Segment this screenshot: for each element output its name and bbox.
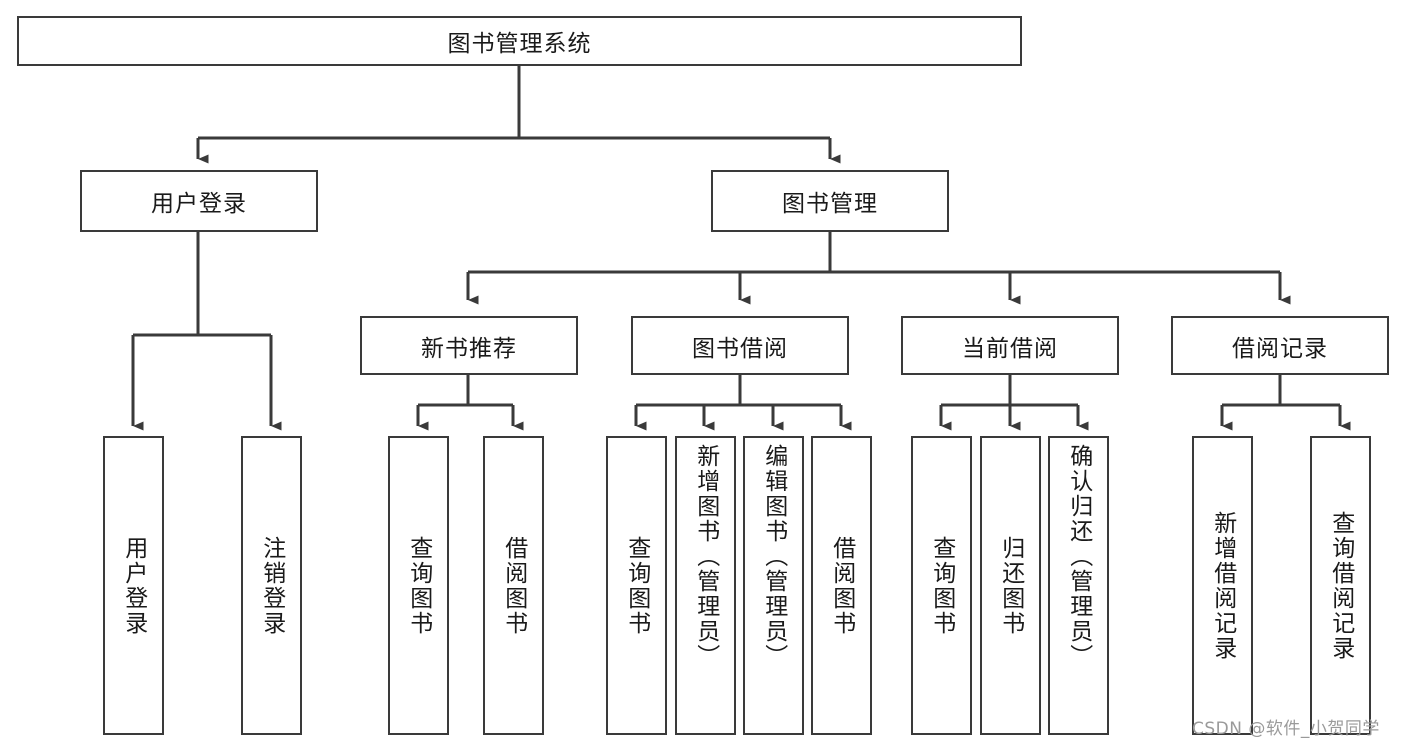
leaf-query-book-3-label: 查询图书 [928, 535, 955, 636]
node-borrow-records[interactable]: 借阅记录 [1171, 316, 1389, 375]
leaf-return-book-label: 归还图书 [997, 535, 1024, 636]
csdn-watermark: CSDN @软件_小贺同学 [1192, 719, 1380, 739]
node-new-book-recommend-label: 新书推荐 [421, 335, 517, 362]
leaf-query-book-2-label: 查询图书 [623, 535, 650, 636]
node-new-book-recommend[interactable]: 新书推荐 [360, 316, 578, 375]
leaf-query-book-2[interactable]: 查询图书 [606, 436, 667, 735]
node-user-login-label: 用户登录 [151, 191, 247, 217]
node-user-login[interactable]: 用户登录 [80, 170, 318, 232]
node-book-management-label: 图书管理 [782, 191, 878, 217]
node-current-borrow[interactable]: 当前借阅 [901, 316, 1119, 375]
leaf-add-book-admin-label: 新增图书（管理员） [692, 444, 719, 669]
node-root-label: 图书管理系统 [447, 31, 592, 57]
node-current-borrow-label: 当前借阅 [962, 335, 1058, 362]
node-borrow-records-label: 借阅记录 [1232, 335, 1328, 362]
leaf-borrow-book-1[interactable]: 借阅图书 [483, 436, 544, 735]
leaf-add-book-admin[interactable]: 新增图书（管理员） [675, 436, 736, 735]
leaf-user-login[interactable]: 用户登录 [103, 436, 164, 735]
leaf-query-borrow-record[interactable]: 查询借阅记录 [1310, 436, 1371, 735]
leaf-query-book-1-label: 查询图书 [405, 535, 432, 636]
leaf-edit-book-admin-label: 编辑图书（管理员） [760, 444, 787, 669]
leaf-add-borrow-record-label: 新增借阅记录 [1209, 510, 1236, 661]
leaf-query-borrow-record-label: 查询借阅记录 [1327, 510, 1354, 661]
leaf-edit-book-admin[interactable]: 编辑图书（管理员） [743, 436, 804, 735]
node-book-management[interactable]: 图书管理 [711, 170, 949, 232]
leaf-borrow-book-2-label: 借阅图书 [828, 535, 855, 636]
node-book-borrow-label: 图书借阅 [692, 335, 788, 362]
leaf-confirm-return-admin-label: 确认归还（管理员） [1065, 444, 1092, 669]
leaf-user-login-label: 用户登录 [120, 535, 147, 636]
leaf-query-book-1[interactable]: 查询图书 [388, 436, 449, 735]
leaf-logout-label: 注销登录 [258, 535, 285, 636]
leaf-confirm-return-admin[interactable]: 确认归还（管理员） [1048, 436, 1109, 735]
leaf-query-book-3[interactable]: 查询图书 [911, 436, 972, 735]
leaf-return-book[interactable]: 归还图书 [980, 436, 1041, 735]
leaf-borrow-book-2[interactable]: 借阅图书 [811, 436, 872, 735]
node-root[interactable]: 图书管理系统 [17, 16, 1022, 66]
leaf-add-borrow-record[interactable]: 新增借阅记录 [1192, 436, 1253, 735]
leaf-borrow-book-1-label: 借阅图书 [500, 535, 527, 636]
leaf-logout[interactable]: 注销登录 [241, 436, 302, 735]
node-book-borrow[interactable]: 图书借阅 [631, 316, 849, 375]
